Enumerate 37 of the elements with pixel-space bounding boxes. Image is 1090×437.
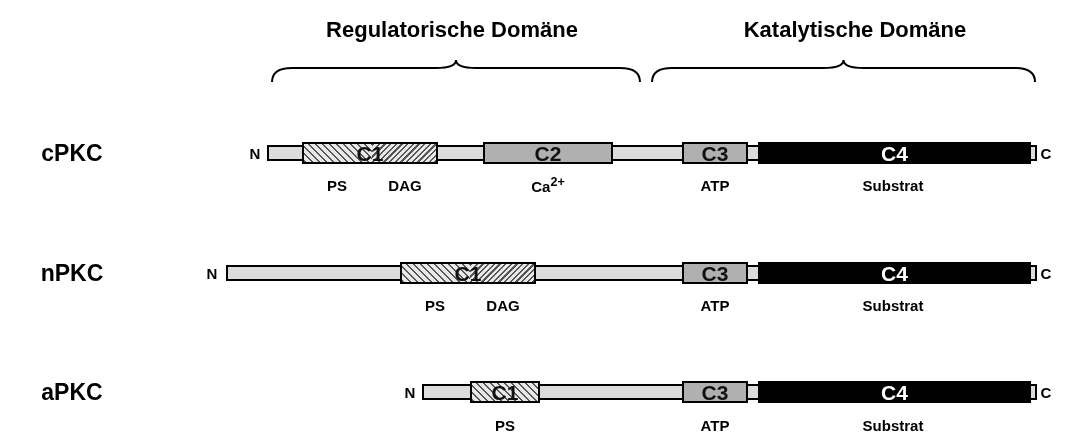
domain-label: C2 [534, 142, 562, 164]
domain-box [682, 142, 748, 164]
row-label: nPKC [40, 261, 104, 285]
row-label: aPKC [41, 380, 103, 404]
domain-box [758, 381, 1031, 403]
domain-label: C3 [701, 262, 729, 284]
domain-box [758, 142, 1031, 164]
terminus-label: C [1040, 265, 1052, 281]
domain-label: C3 [701, 381, 729, 403]
domain-box [758, 262, 1031, 284]
binding-label: ATP [700, 297, 730, 313]
terminus-label: N [206, 265, 218, 281]
section-heading: Katalytische Domäne [743, 19, 967, 41]
terminus-label: N [249, 145, 261, 161]
binding-label: PS [425, 297, 445, 313]
domain-label: C3 [701, 142, 729, 164]
domain-label: C4 [881, 142, 908, 164]
binding-label: Substrat [862, 297, 924, 313]
terminus-label: N [404, 384, 416, 400]
terminus-label: C [1040, 145, 1052, 161]
terminus-label: C [1040, 384, 1052, 400]
domain-label: C4 [881, 381, 908, 403]
binding-label: Substrat [862, 417, 924, 433]
row-label: cPKC [41, 141, 103, 165]
binding-label: DAG [388, 177, 422, 193]
domain-box [483, 142, 613, 164]
domain-label: C4 [881, 262, 908, 284]
binding-label: PS [327, 177, 347, 193]
binding-label: DAG [486, 297, 520, 313]
binding-label: ATP [700, 417, 730, 433]
domain-box [682, 262, 748, 284]
binding-label: Ca$^{2+}$ [531, 176, 565, 194]
binding-label: Substrat [862, 177, 924, 193]
binding-label: PS [495, 417, 515, 433]
section-heading: Regulatorische Domäne [326, 19, 578, 41]
binding-label: ATP [700, 177, 730, 193]
domain-box [682, 381, 748, 403]
